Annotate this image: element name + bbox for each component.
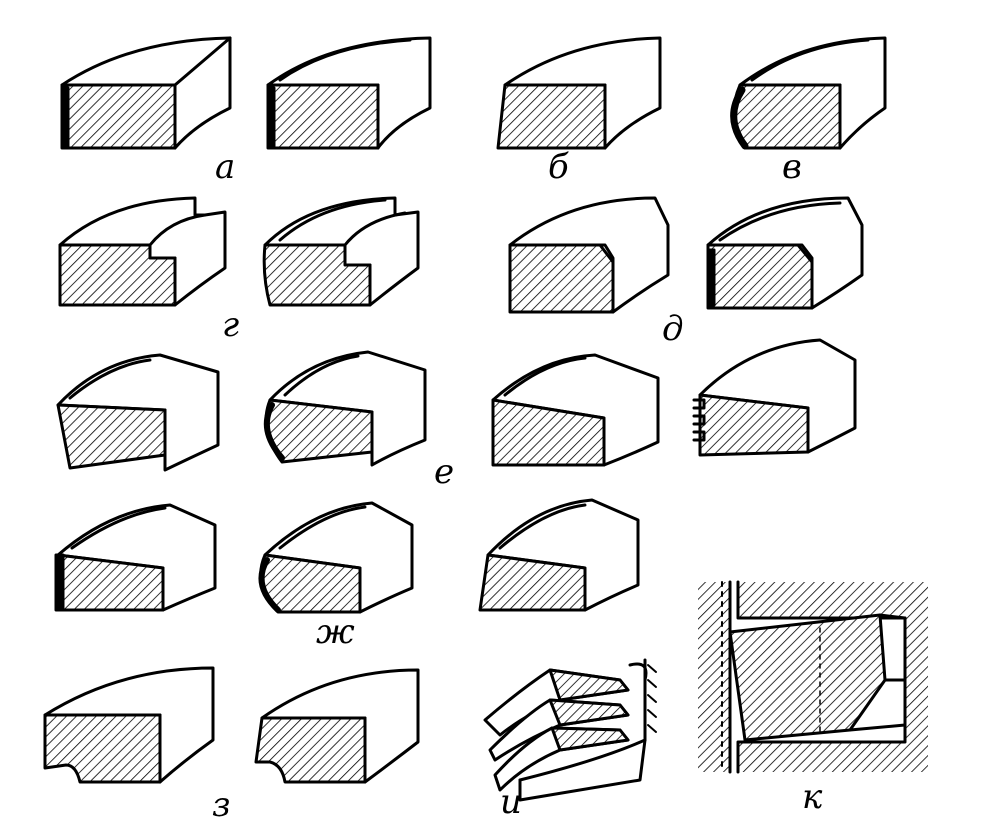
ring-section-e-4 [692,338,857,457]
ring-section-zh-1 [54,503,217,612]
label-g: г [222,305,240,345]
ring-section-g-1 [58,196,227,307]
ring-section-a-1 [60,36,232,150]
ring-section-e-2 [263,350,427,467]
label-a: а [215,147,236,187]
ring-section-v [730,36,887,150]
label-z: з [212,785,231,825]
ring-section-i [483,658,657,802]
label-v: в [782,147,802,187]
label-b: б [548,147,569,187]
ring-section-g-2 [262,196,420,307]
ring-in-groove-k [698,580,928,774]
ring-section-e-1 [56,353,220,472]
label-k: к [802,777,823,817]
ring-section-d-2 [706,196,864,310]
ring-section-d-1 [508,196,670,314]
ring-section-e-3 [491,353,660,467]
ring-section-z-2 [254,668,420,784]
ring-section-z-1 [43,666,215,784]
ring-section-zh-2 [258,501,414,614]
label-d: д [662,309,684,349]
ring-section-b [496,36,662,150]
label-zh: ж [316,612,355,652]
ring-section-zh-3 [478,498,640,612]
ring-section-a-2 [266,36,432,150]
label-e: е [434,452,455,492]
label-i: и [500,782,522,822]
